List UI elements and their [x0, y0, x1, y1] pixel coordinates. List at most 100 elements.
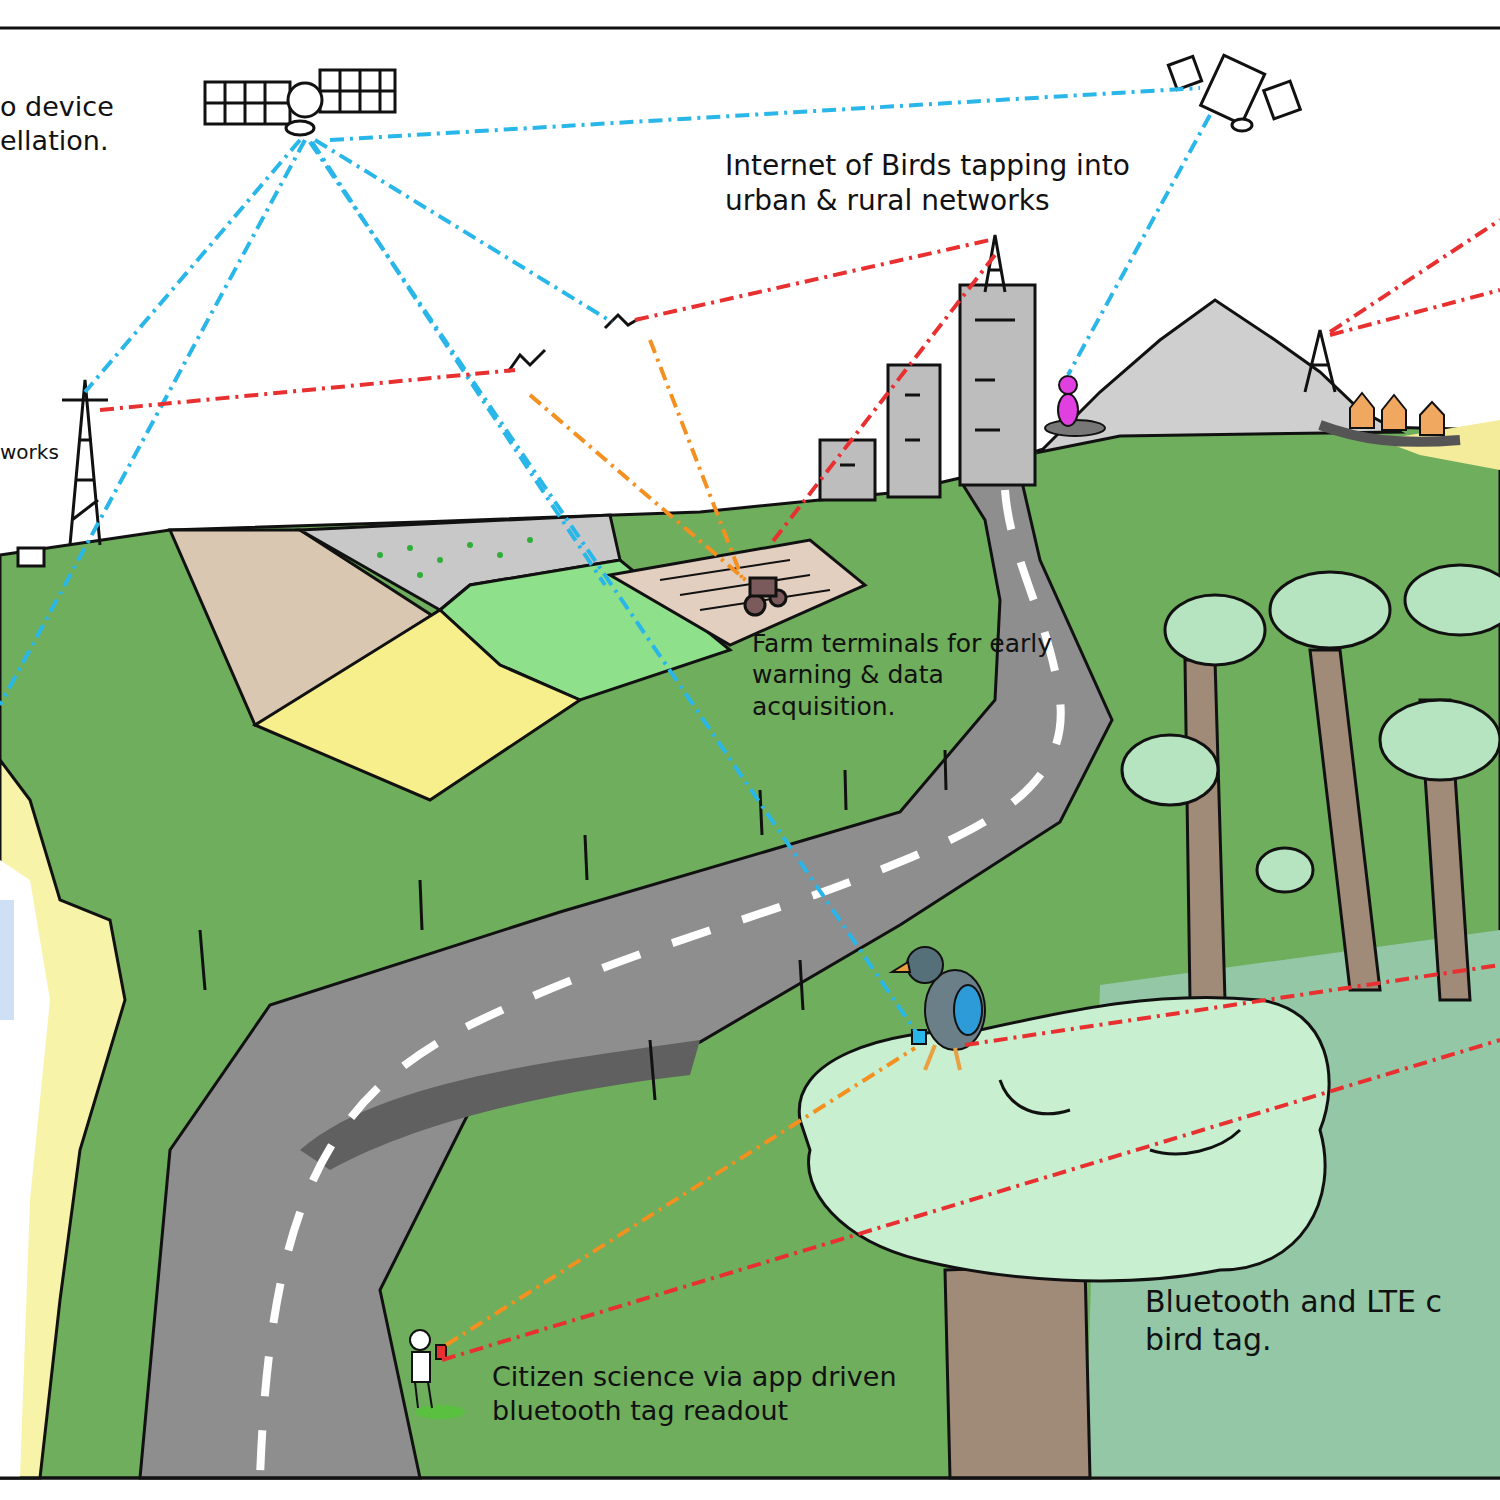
- red-link: [770, 255, 995, 545]
- window: [905, 439, 920, 442]
- crop-dot: [377, 552, 383, 558]
- window: [840, 464, 855, 467]
- bird-beak: [892, 962, 910, 972]
- phone: [436, 1345, 446, 1359]
- fence-post: [200, 930, 205, 990]
- tree-canopy: [1122, 735, 1218, 805]
- person-leg: [415, 1382, 418, 1408]
- fence-posts: [200, 750, 946, 1100]
- crop-dots: [377, 537, 533, 578]
- farm-terminal-tractor: [745, 578, 786, 615]
- blue-link: [330, 88, 1200, 140]
- tree-trunk: [1310, 650, 1380, 990]
- grass-tuft: [415, 1405, 465, 1419]
- fence-post: [800, 960, 803, 1010]
- green-ground: [0, 425, 1500, 1478]
- crop-dot: [407, 545, 413, 551]
- building: [960, 285, 1035, 485]
- satellite-body: [288, 83, 322, 117]
- fence-post: [945, 750, 946, 790]
- red-link: [635, 240, 990, 320]
- fence-post: [845, 770, 846, 810]
- panel-grid: [205, 70, 395, 124]
- annotation-label: Bluetooth and LTE c bird tag.: [1145, 1283, 1500, 1358]
- frame-top: [0, 27, 1500, 30]
- blue-link: [85, 140, 300, 392]
- forest: [1122, 565, 1500, 1000]
- bird-body: [925, 970, 985, 1050]
- crop-dot: [417, 572, 423, 578]
- person-body: [412, 1352, 430, 1382]
- blue-link: [0, 140, 305, 705]
- tree-canopy: [799, 997, 1329, 1281]
- red-link: [442, 1040, 1500, 1360]
- cliff: [0, 760, 125, 1478]
- tree-canopy: [1405, 565, 1500, 635]
- blue-link: [315, 140, 612, 322]
- satellite-links: [0, 88, 1210, 1035]
- tower-right: [1305, 330, 1335, 392]
- city: [820, 285, 1035, 500]
- canopy-detail: [1000, 1080, 1240, 1154]
- flying-birds: [508, 315, 640, 372]
- frame-bottom: [0, 1477, 1500, 1480]
- satellite-body: [1201, 55, 1265, 124]
- window: [975, 379, 995, 382]
- annotation-label: o device ellation.: [0, 90, 150, 158]
- person-leg: [428, 1382, 432, 1408]
- building: [888, 365, 940, 497]
- yellow-field: [255, 610, 580, 800]
- window: [975, 319, 1015, 322]
- tree-canopy: [1380, 700, 1500, 780]
- bird-wing: [954, 985, 982, 1035]
- crop-dot: [437, 557, 443, 563]
- tree-trunk: [1185, 660, 1225, 1000]
- crop-dot: [467, 542, 473, 548]
- bird-head: [907, 947, 943, 983]
- village: [1350, 393, 1444, 435]
- house: [1350, 393, 1374, 428]
- village-road: [1320, 425, 1460, 442]
- red-link: [1330, 290, 1500, 335]
- cat-head: [1059, 376, 1077, 394]
- house: [1382, 395, 1406, 430]
- crop-dot: [527, 537, 533, 543]
- annotation-label: works: [0, 440, 70, 465]
- cell-towers: [18, 235, 1335, 566]
- tagged-bird: [892, 947, 985, 1070]
- road-centre-line: [260, 490, 1061, 1478]
- tree-canopy: [1165, 595, 1265, 665]
- lte-links: [100, 220, 1500, 1360]
- annotation-label: Farm terminals for early warning & data …: [752, 628, 1052, 722]
- hut: [18, 548, 44, 566]
- orange-link: [650, 340, 742, 578]
- satellite-dish: [1232, 119, 1252, 131]
- annotation-label: Internet of Birds tapping into urban & r…: [725, 148, 1135, 218]
- annotation-label: Citizen science via app driven bluetooth…: [492, 1360, 912, 1428]
- window: [905, 394, 920, 397]
- citizen-scientist: [410, 1330, 465, 1419]
- window: [975, 429, 1000, 432]
- bluetooth-links: [446, 340, 915, 1345]
- red-link: [1330, 220, 1500, 332]
- tree-canopy: [1270, 572, 1390, 648]
- cat-body: [1058, 394, 1078, 426]
- crop-dot: [497, 552, 503, 558]
- road: [140, 480, 1112, 1478]
- house: [1420, 402, 1444, 435]
- fence-post: [650, 1040, 655, 1100]
- tractor-body: [750, 578, 776, 596]
- satellite-left: [205, 70, 395, 135]
- fence-post: [585, 835, 587, 880]
- satellite-dish: [286, 121, 314, 135]
- flying-bird: [605, 315, 640, 328]
- red-link: [100, 370, 515, 410]
- rooftop-cat: [1045, 376, 1105, 436]
- red-link: [965, 965, 1500, 1045]
- solar-panel: [1168, 56, 1201, 89]
- bird-leg: [925, 1045, 935, 1070]
- fence-post: [760, 790, 762, 835]
- bird-leg: [955, 1048, 960, 1070]
